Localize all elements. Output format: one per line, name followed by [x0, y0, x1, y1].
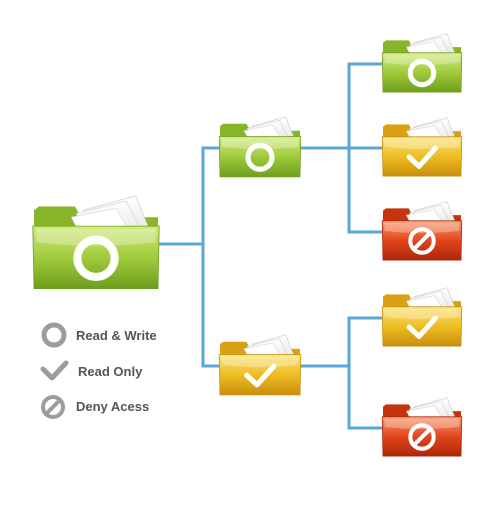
checkmark-icon	[244, 363, 277, 388]
checkmark-icon	[406, 145, 438, 169]
leaf-folder-read-only	[381, 117, 463, 177]
ring-icon	[407, 58, 437, 88]
legend: Read & Write Read Only Deny Acess	[40, 322, 157, 419]
legend-item-read-only: Read Only	[40, 360, 143, 381]
branch-folder-read-only	[218, 334, 302, 396]
leaf-folder-deny	[381, 201, 463, 261]
folder-nodes	[32, 33, 463, 457]
branch-folder-read-write	[218, 116, 302, 178]
legend-item-deny: Deny Acess	[41, 395, 149, 419]
prohibited-icon	[408, 423, 436, 451]
ring-icon	[245, 142, 275, 172]
ring-icon	[41, 322, 67, 348]
connector-lines	[156, 62, 386, 430]
legend-label-read-write: Read & Write	[76, 328, 157, 343]
root-folder-read-write	[32, 195, 160, 290]
prohibited-icon	[41, 395, 65, 419]
leaf-folder-deny	[381, 397, 463, 457]
checkmark-icon	[406, 315, 438, 339]
leaf-folder-read-only	[381, 287, 463, 347]
legend-label-deny: Deny Acess	[76, 399, 149, 414]
checkmark-icon	[40, 360, 69, 381]
legend-item-read-write: Read & Write	[41, 322, 157, 348]
prohibited-icon	[408, 227, 436, 255]
leaf-folder-read-write	[381, 33, 463, 93]
legend-label-read-only: Read Only	[78, 364, 143, 379]
ring-icon	[73, 235, 119, 281]
